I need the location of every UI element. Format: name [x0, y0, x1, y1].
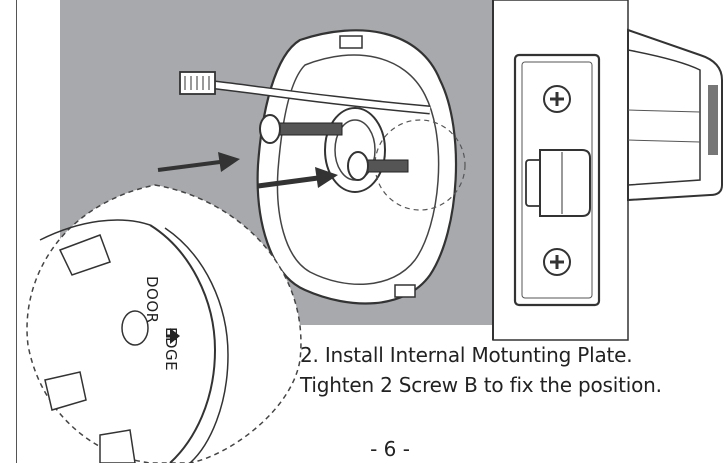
screw-b-upper	[259, 114, 343, 144]
callout-label-edge: EDGE	[162, 327, 180, 371]
ribbon-cable	[179, 71, 431, 115]
screw-b-lower	[347, 151, 409, 181]
door-edge-callout: DOOR EDGE	[26, 184, 302, 463]
page-number: - 6 -	[370, 437, 410, 461]
arrow-right-icon	[157, 152, 240, 172]
arrow-right-icon	[257, 167, 338, 189]
lock-housing	[627, 28, 723, 202]
page-left-border	[16, 0, 17, 463]
strike-screw-top-icon	[543, 85, 571, 113]
instruction-line-2: Tighten 2 Screw B to fix the position.	[300, 373, 662, 397]
instruction-line-1: 2. Install Internal Motunting Plate.	[300, 343, 633, 367]
edge-pointer-icon	[170, 328, 180, 344]
callout-label-door: DOOR	[143, 276, 161, 324]
strike-screw-bottom-icon	[543, 248, 571, 276]
latch-bolt	[525, 149, 591, 217]
